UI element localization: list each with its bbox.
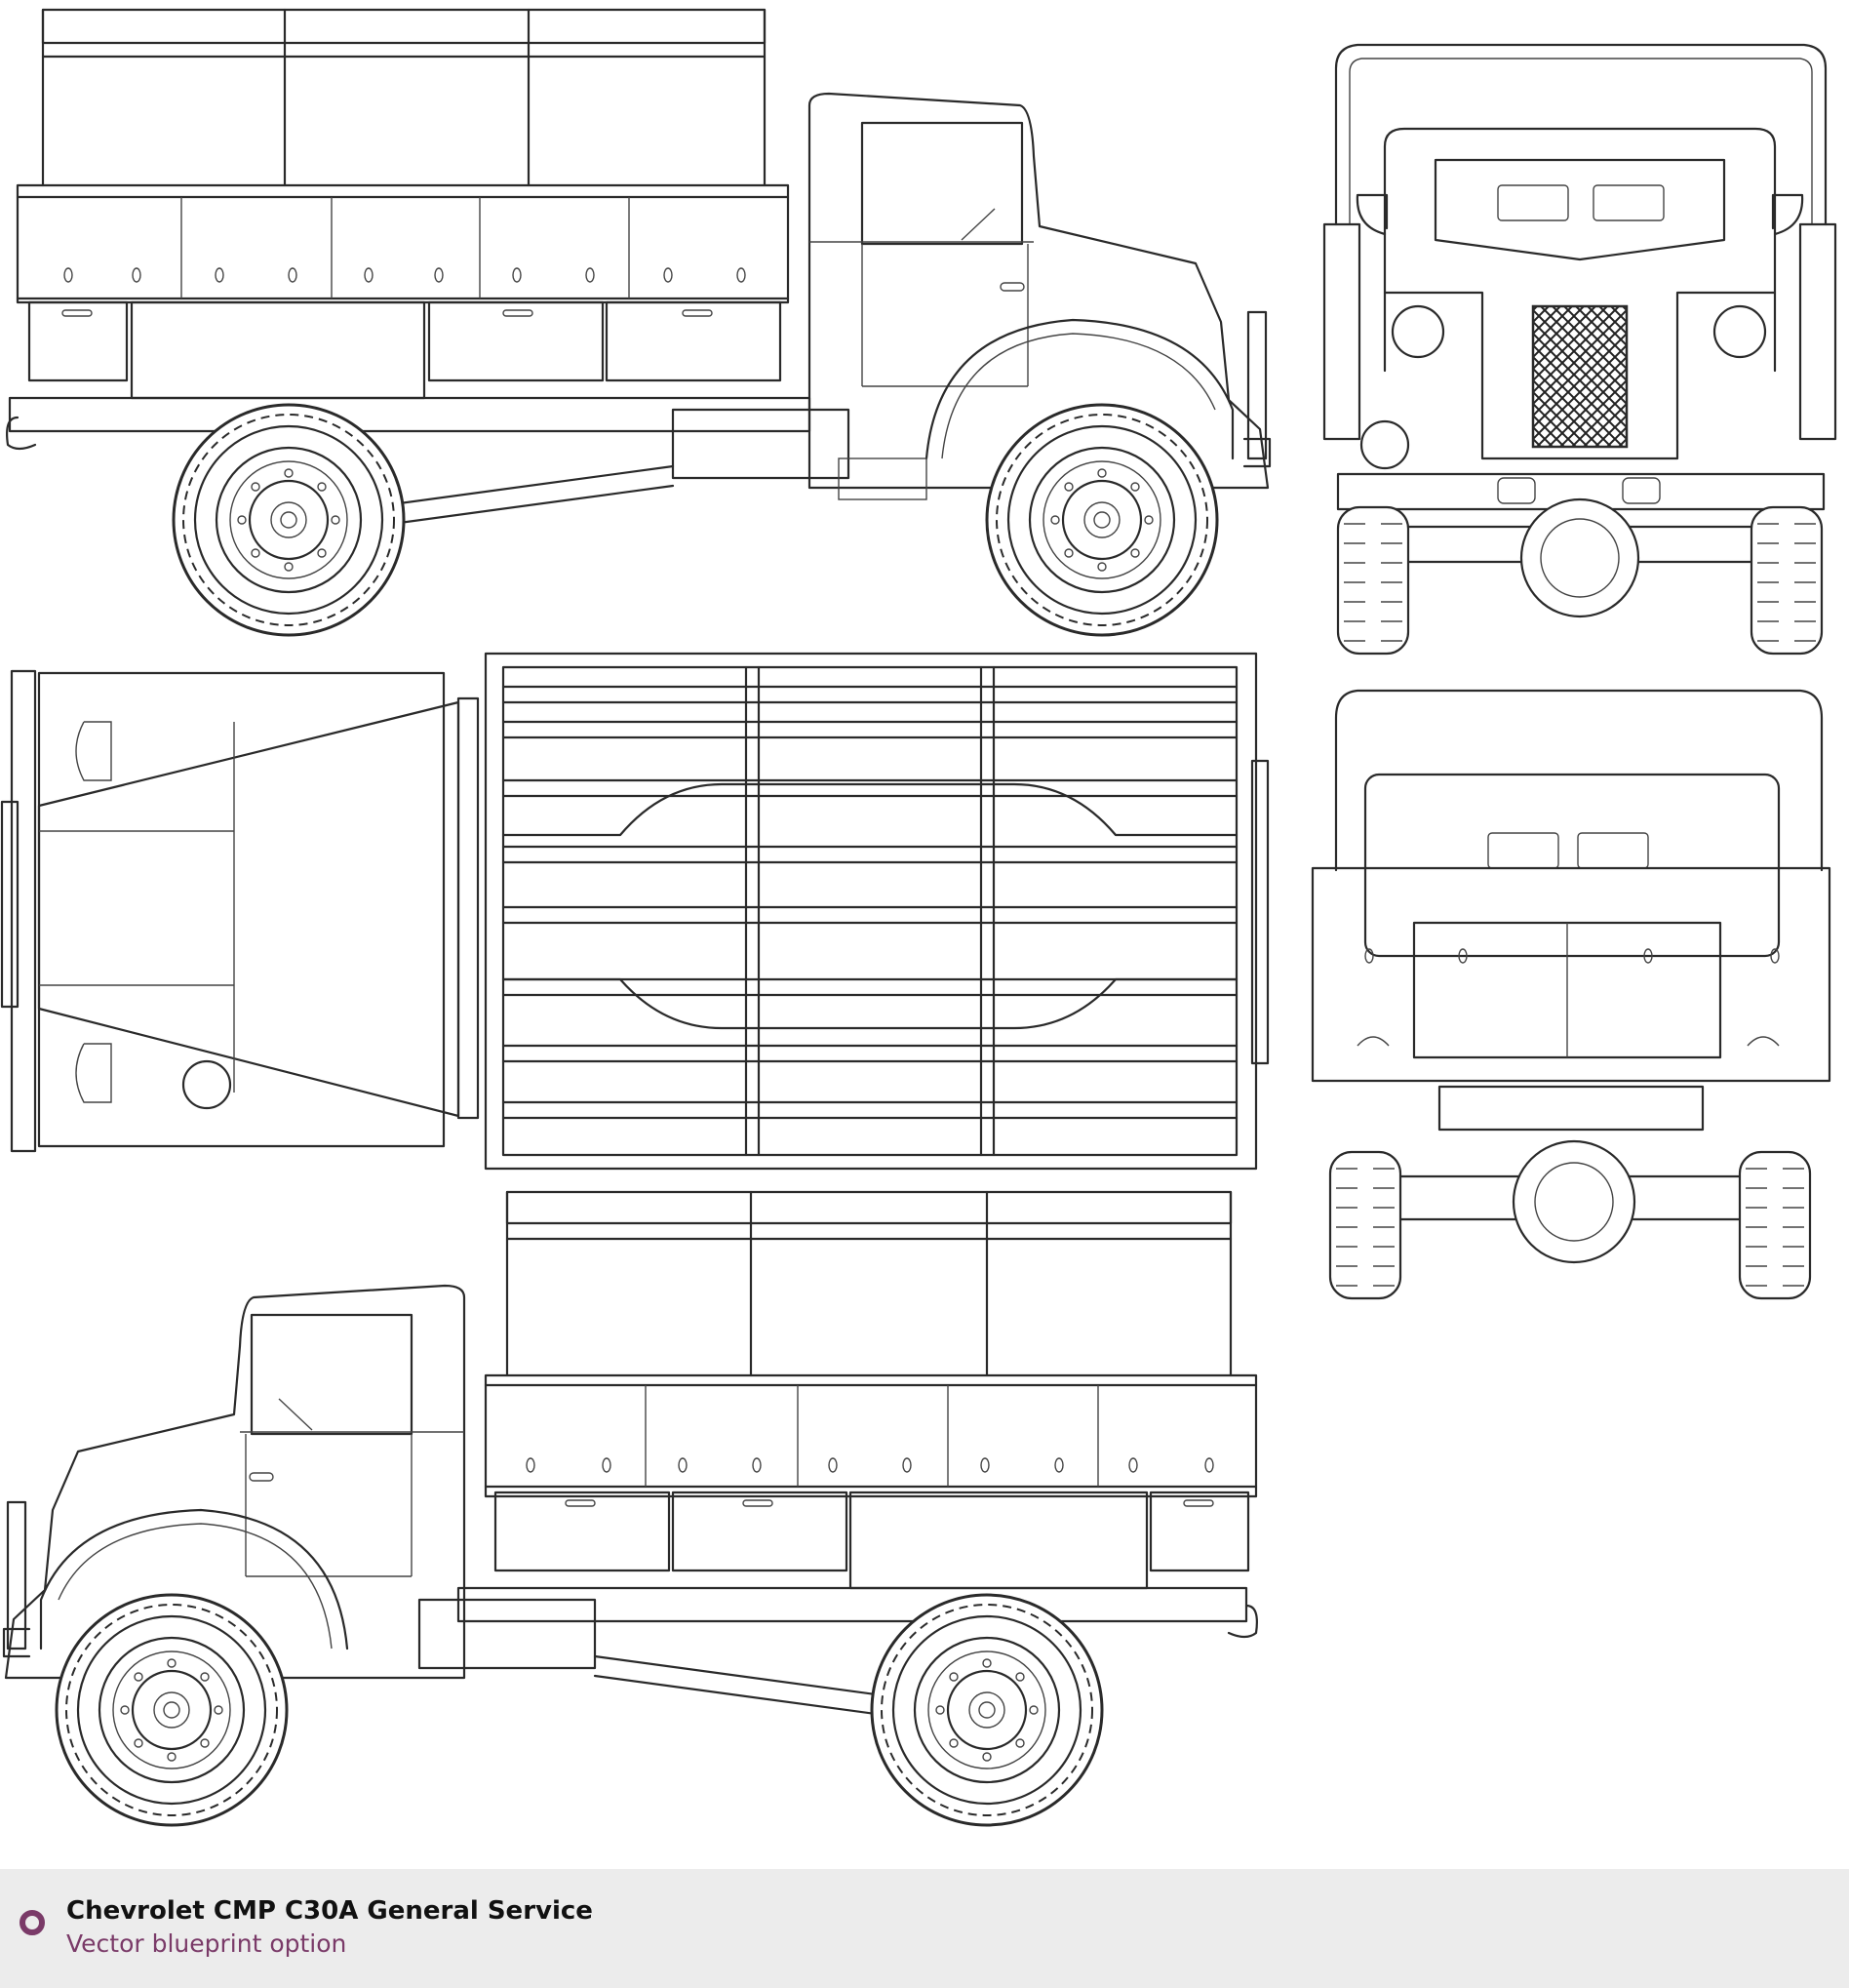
caption-bar: Chevrolet CMP C30A General Service Vecto… [0,1869,1849,1988]
side-view-left [6,8,1272,637]
rear-view [1311,689,1831,1300]
ring-bullet-icon [20,1910,45,1935]
side-view-right [2,1190,1258,1827]
caption-subtitle: Vector blueprint option [66,1929,347,1958]
top-view [0,652,1270,1171]
caption-title: Chevrolet CMP C30A General Service [66,1896,593,1926]
truck-blueprint-drawing [0,8,1837,1827]
front-view [1322,43,1837,656]
